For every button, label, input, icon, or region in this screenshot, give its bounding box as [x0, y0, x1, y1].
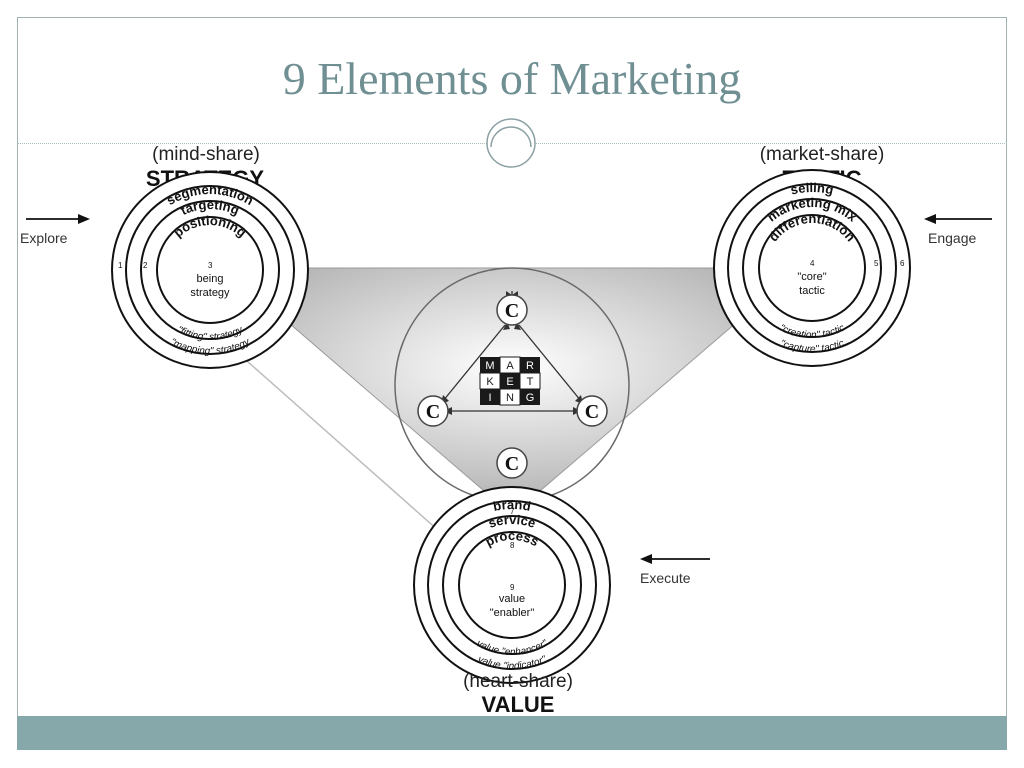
- value-share: (heart-share): [463, 671, 573, 692]
- marketing-tiles: M A R K E T I N G: [479, 356, 541, 406]
- svg-text:C: C: [585, 401, 599, 423]
- num-3: 3: [208, 261, 213, 270]
- tile-letter: E: [506, 376, 513, 388]
- slide-title: 9 Elements of Marketing: [282, 53, 742, 104]
- strategy-group: (mind-share) STRATEGY Explore segmentati…: [20, 144, 309, 369]
- svg-text:C: C: [426, 401, 440, 423]
- value-heading: VALUE: [482, 692, 555, 716]
- value-core-1: value: [499, 593, 525, 605]
- tile-letter: K: [486, 376, 494, 388]
- strategy-core-2: strategy: [190, 287, 230, 299]
- footer-bar: [17, 716, 1007, 750]
- tactic-ring-inner: [758, 214, 866, 322]
- ring-label-selling: selling: [789, 180, 835, 198]
- num-6: 6: [900, 259, 905, 268]
- c-badge-right: C: [576, 395, 608, 427]
- tile-letter: A: [506, 360, 514, 372]
- explore-label: Explore: [20, 230, 68, 246]
- num-2: 2: [143, 261, 148, 270]
- tile-letter: N: [506, 392, 514, 404]
- ring-label-process: process: [483, 528, 541, 549]
- tactic-core-2: tactic: [799, 285, 825, 297]
- strategy-ring-inner: [156, 216, 264, 324]
- marketing-diagram: C C C C M A R K E T I N G (mind-share) S…: [20, 144, 992, 716]
- num-8: 8: [510, 541, 515, 550]
- value-core-2: "enabler": [490, 607, 535, 619]
- num-9: 9: [510, 583, 515, 592]
- tile-letter: I: [488, 392, 491, 404]
- ring-label-targeting: targeting: [178, 197, 241, 218]
- tactic-share: (market-share): [760, 144, 885, 165]
- svg-text:C: C: [505, 453, 519, 475]
- execute-label: Execute: [640, 570, 691, 586]
- explore-arrow-icon: [26, 214, 90, 224]
- tactic-core-1: "core": [797, 271, 826, 283]
- num-5: 5: [874, 259, 879, 268]
- tactic-outer-2: "capture" tactic: [778, 338, 845, 355]
- num-1: 1: [118, 261, 123, 270]
- strategy-core-1: being: [197, 273, 224, 285]
- c-badge-top: C: [496, 294, 528, 326]
- title-ornament-icon: [486, 118, 536, 168]
- engage-label: Engage: [928, 230, 976, 246]
- tile-letter: G: [526, 392, 535, 404]
- value-group: brand service process value "enabler" va…: [413, 486, 710, 716]
- tile-letter: R: [526, 360, 534, 372]
- c-badge-bottom: C: [496, 447, 528, 479]
- tile-letter: T: [527, 376, 534, 388]
- c-arrows: [442, 291, 582, 412]
- ring-label-service: service: [486, 512, 537, 531]
- num-4: 4: [810, 259, 815, 268]
- value-ring-inner: [458, 531, 566, 639]
- num-7: 7: [510, 507, 515, 516]
- tile-letter: M: [485, 360, 494, 372]
- svg-text:C: C: [505, 300, 519, 322]
- c-badge-left: C: [417, 395, 449, 427]
- execute-arrow-icon: [640, 554, 710, 564]
- tactic-group: (market-share) TACTIC Engage selling mar…: [713, 144, 992, 367]
- engage-arrow-icon: [924, 214, 992, 224]
- strategy-share: (mind-share): [152, 144, 260, 165]
